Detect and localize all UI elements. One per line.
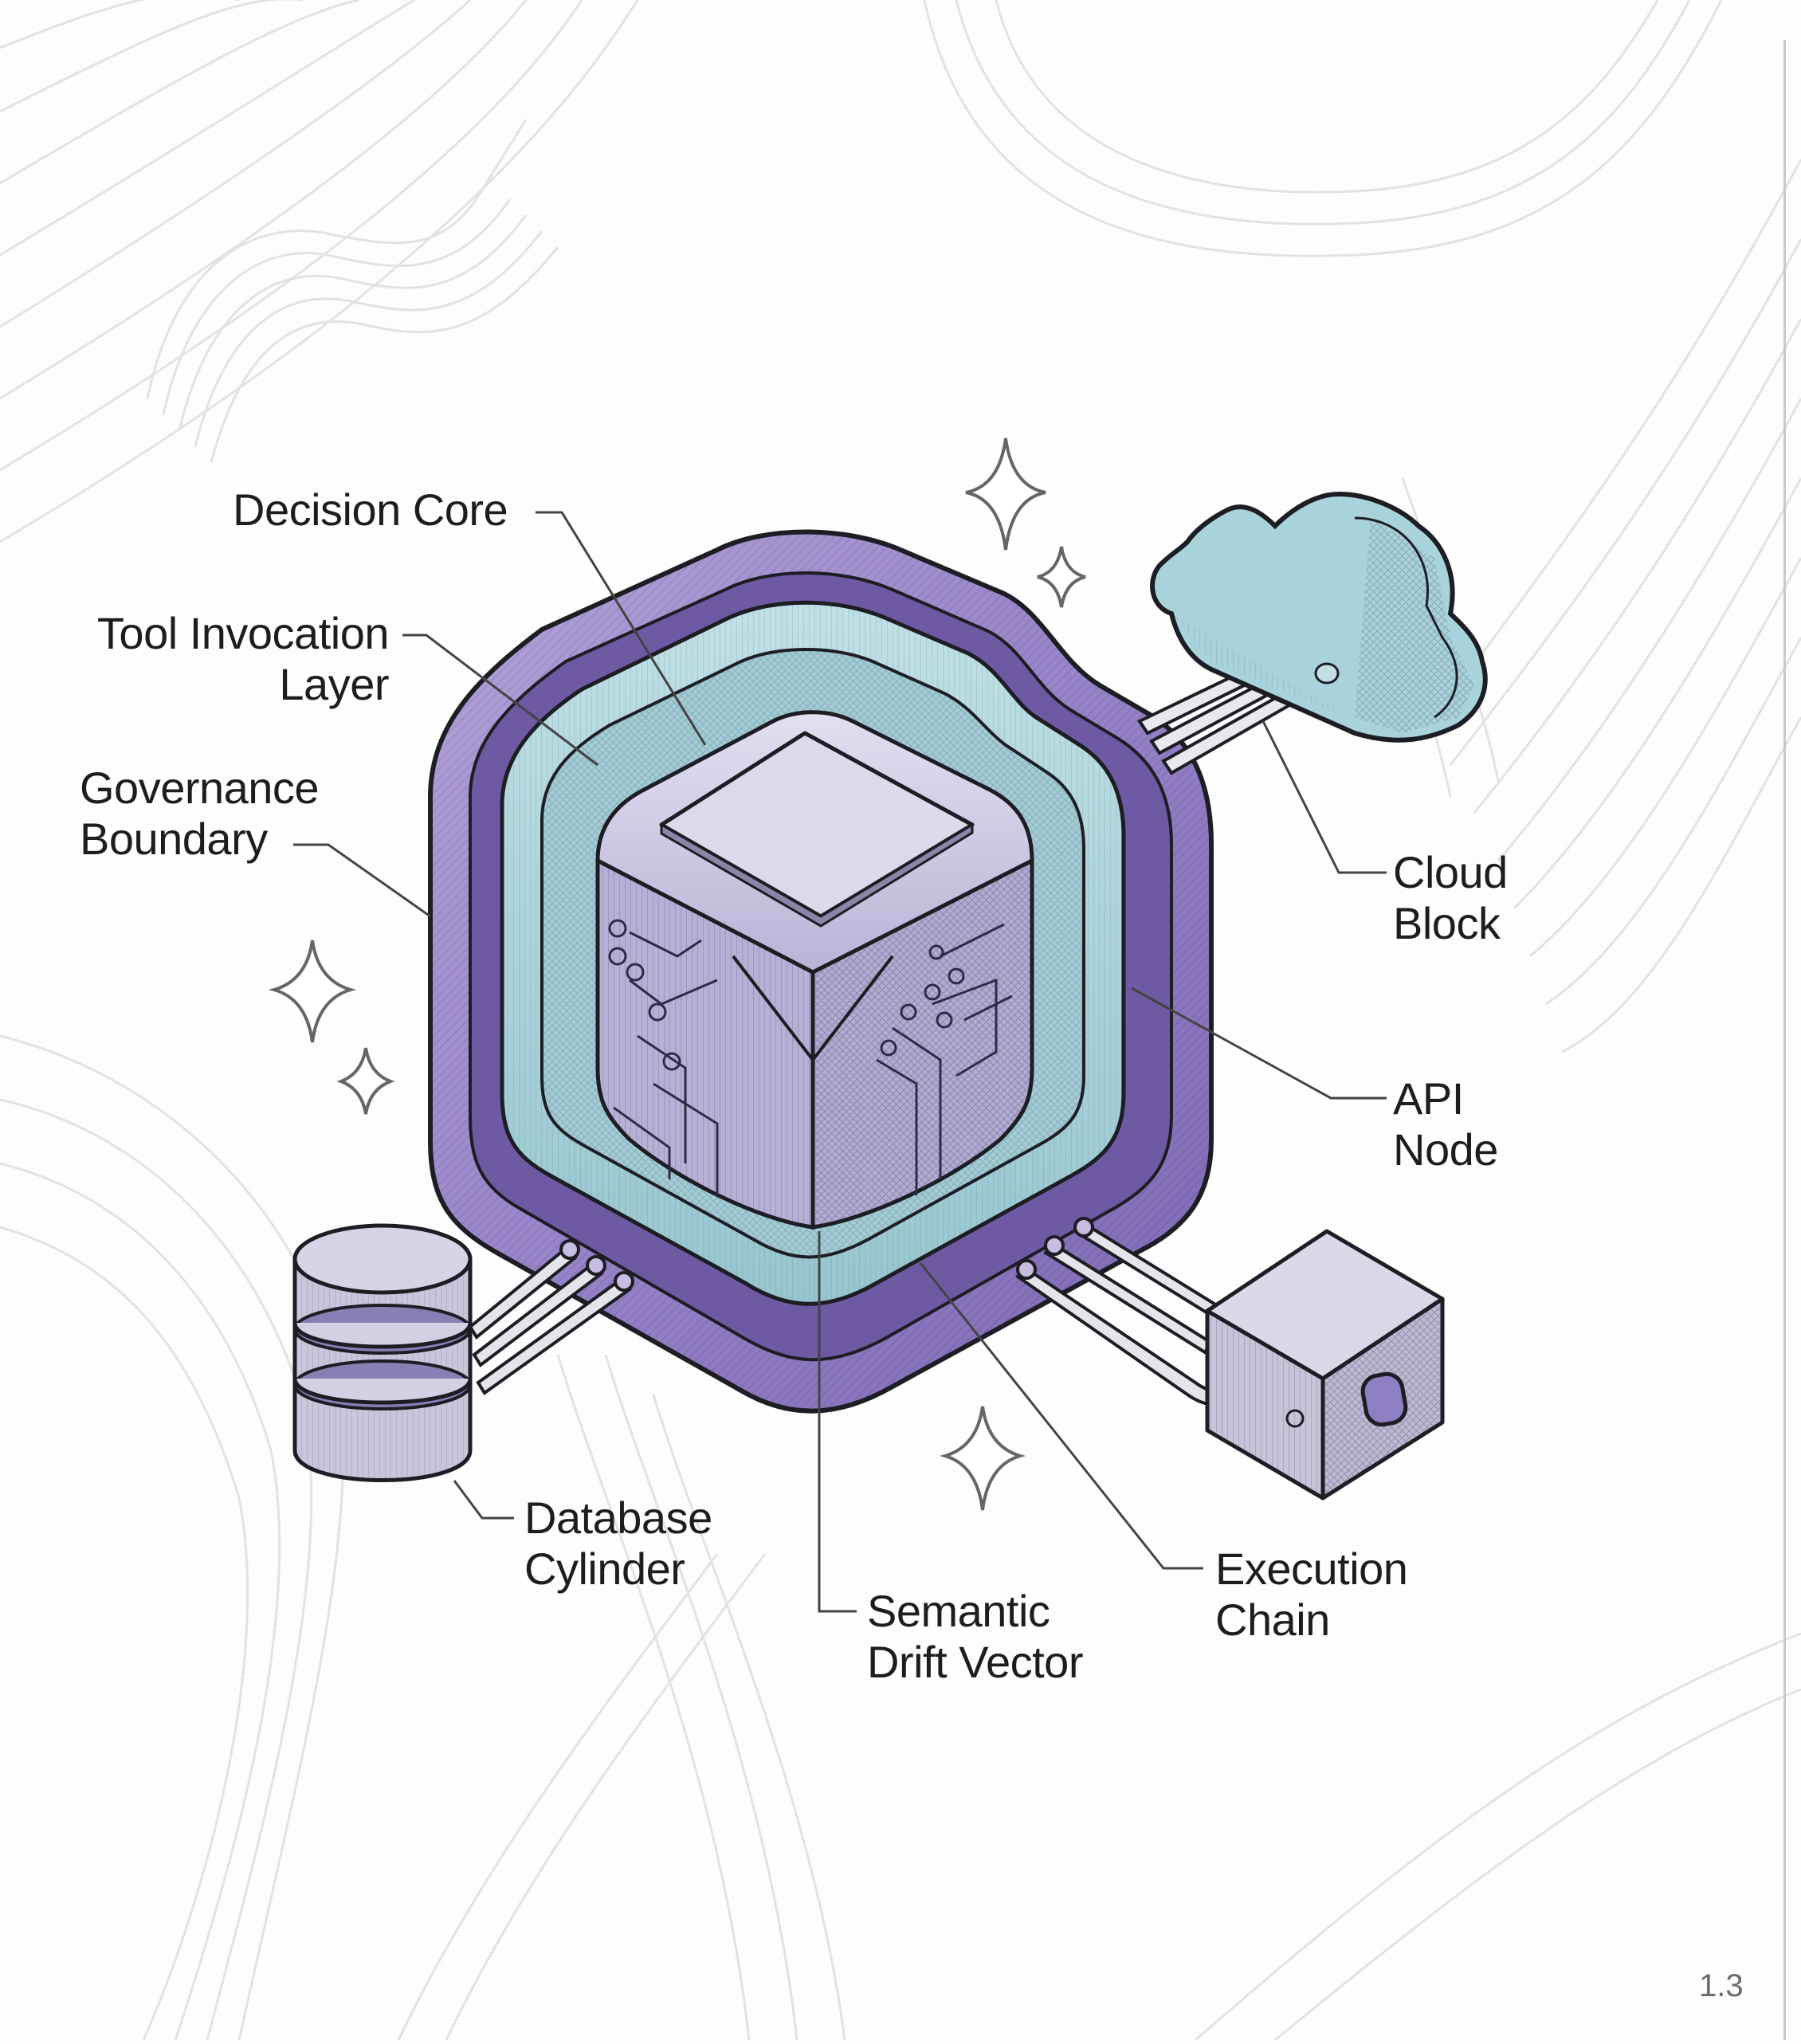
label-line: Database [524, 1493, 712, 1543]
label-governance-boundary: Governance Boundary [80, 763, 320, 865]
leader-api [1131, 987, 1387, 1100]
sparkle-icon [965, 437, 1046, 551]
database-cylinder[interactable] [292, 1223, 473, 1482]
leader-governance [293, 843, 431, 918]
label-line: Governance [80, 763, 320, 813]
label-line: Node [1393, 1124, 1498, 1175]
leader-database [453, 1480, 514, 1520]
page-number: 1.3 [1699, 1968, 1744, 2003]
circuit-traces-left [608, 919, 719, 1195]
execution-connector-pipes [1015, 1217, 1254, 1407]
database-connector-pipes [468, 1239, 634, 1395]
label-database-cylinder: Database Cylinder [524, 1493, 712, 1595]
label-line: API [1393, 1073, 1464, 1124]
leader-cloud [1261, 720, 1387, 874]
label-line: Decision Core [233, 485, 508, 535]
label-line: Drift Vector [867, 1637, 1083, 1687]
sparkle-icon [940, 1406, 1026, 1511]
label-decision-core: Decision Core [233, 485, 508, 536]
label-execution-chain: Execution Chain [1215, 1544, 1408, 1646]
leader-tool-invocation [402, 634, 598, 767]
label-line: Cylinder [524, 1544, 685, 1594]
sparkle-icon [1037, 546, 1086, 608]
label-cloud-block: Cloud Block [1393, 847, 1508, 949]
leader-decision-core [536, 511, 707, 746]
label-api-node: API Node [1393, 1073, 1498, 1175]
leader-semantic [818, 1231, 857, 1613]
leader-lines [293, 511, 1387, 1613]
label-line: Cloud [1393, 847, 1508, 897]
sparkle-icon [268, 940, 357, 1043]
label-line: Block [1393, 898, 1501, 948]
page-edge-rule [1783, 40, 1786, 2040]
sparkles [268, 437, 1086, 1511]
sparkle-icon [336, 1047, 395, 1115]
label-line: Semantic [867, 1586, 1050, 1636]
label-line: Boundary [80, 814, 268, 864]
label-line: Tool Invocation [96, 608, 390, 658]
execution-chain-box[interactable] [1205, 1229, 1445, 1501]
cloud-block[interactable] [1150, 491, 1488, 743]
label-tool-invocation-layer: Tool Invocation Layer [80, 608, 390, 710]
label-line: Execution [1215, 1544, 1408, 1594]
circuit-traces-right [876, 923, 1013, 1195]
label-line: Chain [1215, 1595, 1330, 1645]
label-semantic-drift-vector: Semantic Drift Vector [867, 1586, 1083, 1688]
leader-execution [919, 1262, 1203, 1570]
decision-core[interactable] [595, 710, 1034, 1230]
label-line: Layer [279, 659, 389, 709]
